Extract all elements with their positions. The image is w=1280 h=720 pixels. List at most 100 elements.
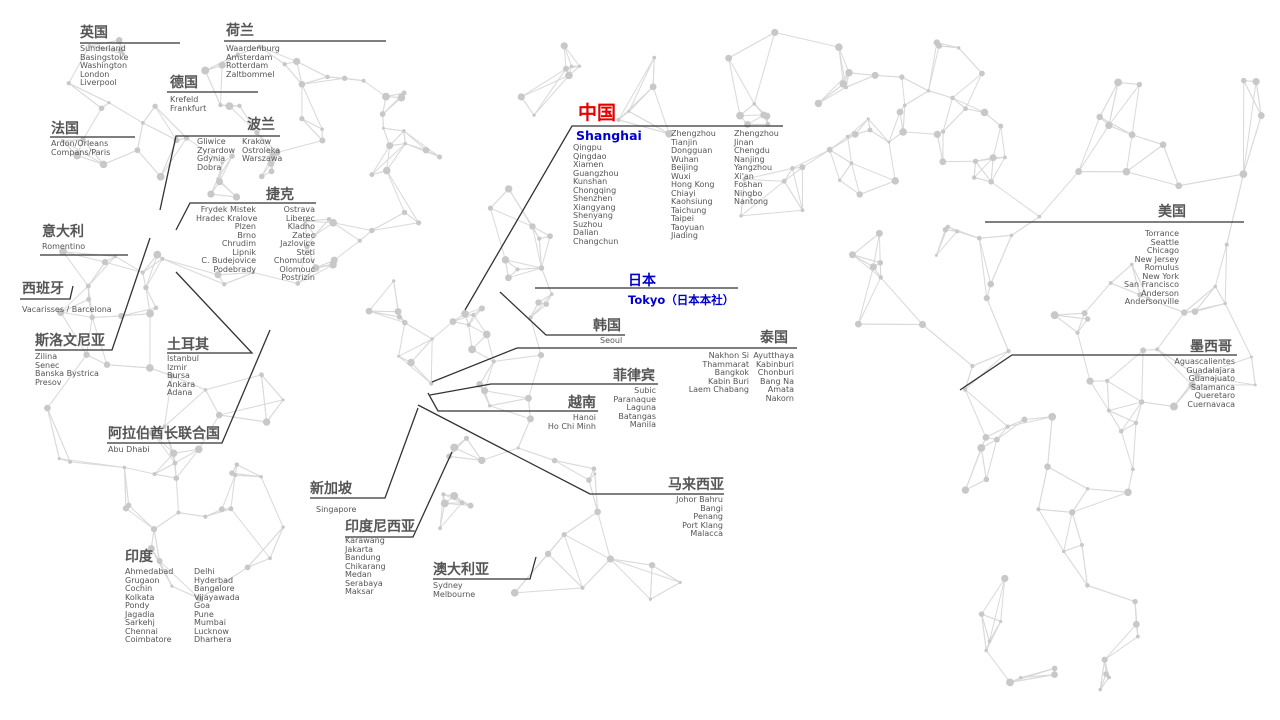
city-label: Dongguan xyxy=(671,146,713,155)
city-label: Ardon/Orleans xyxy=(51,139,109,148)
city-label: Chengdu xyxy=(734,146,770,155)
city-label: Wuhan xyxy=(671,154,699,164)
city-label: Ho Chi Minh xyxy=(547,421,596,431)
city-label: Anderson xyxy=(1141,288,1179,298)
city-label: Compans/Paris xyxy=(51,147,111,157)
city-label: Qingdao xyxy=(573,151,607,161)
city-label: Grugaon xyxy=(125,575,160,585)
city-label: Washington xyxy=(80,61,128,70)
ae-cities: Abu Dhabi xyxy=(108,445,150,455)
city-label: Plzen xyxy=(234,222,256,231)
city-label: Nakorn xyxy=(765,393,794,403)
city-label: Mumbai xyxy=(194,618,226,627)
city-label: Subic xyxy=(634,386,656,395)
city-label: Delhi xyxy=(194,567,215,576)
city-label: Chongqing xyxy=(573,185,617,195)
city-label: Karawang xyxy=(345,536,385,545)
city-label: Amsterdam xyxy=(226,52,273,62)
city-label: Yangzhou xyxy=(734,163,773,172)
city-label: Vacarisses / Barcelona xyxy=(22,305,112,314)
city-label: Zhengzhou xyxy=(671,129,716,138)
city-label: Gdynia xyxy=(197,154,226,163)
city-label: Johor Bahru xyxy=(676,495,723,504)
city-label: Shenzhen xyxy=(573,194,613,203)
ph-title: 菲律宾 xyxy=(613,368,655,384)
kr-cities: Seoul xyxy=(600,336,622,346)
cn-hq: Shanghai xyxy=(576,128,642,143)
city-label: Wuxi xyxy=(671,171,691,181)
city-label: Dobra xyxy=(197,162,222,172)
city-label: Hradec Kralove xyxy=(196,213,258,223)
city-label: Singapore xyxy=(316,505,357,514)
es-title: 西班牙 xyxy=(22,281,64,297)
city-label: Aguascalientes xyxy=(1174,357,1235,366)
city-label: Ostrava xyxy=(283,205,315,214)
city-label: Kladno xyxy=(287,222,315,231)
city-label: Nakhon Si xyxy=(708,351,749,360)
city-label: Zaltbommel xyxy=(226,69,275,79)
city-label: Frankfurt xyxy=(170,103,207,113)
city-label: Chennai xyxy=(125,626,158,636)
pl-title: 波兰 xyxy=(247,117,275,133)
city-label: Krakow xyxy=(242,137,272,146)
city-label: Medan xyxy=(345,570,372,579)
sg-cities: Singapore xyxy=(316,505,357,515)
city-label: Vijayawada xyxy=(194,592,240,602)
id-title: 印度尼西亚 xyxy=(345,519,415,535)
city-label: Romulus xyxy=(1144,263,1179,272)
city-label: Podebrady xyxy=(213,264,256,274)
city-label: Lucknow xyxy=(194,626,229,636)
city-label: Krefeld xyxy=(170,95,199,104)
city-label: Salamanca xyxy=(1190,382,1235,392)
city-label: Torrance xyxy=(1144,229,1179,238)
city-label: Banska Bystrica xyxy=(35,369,99,378)
city-label: Jagadia xyxy=(125,609,155,619)
city-label: Thammarat xyxy=(702,359,749,369)
city-label: Senec xyxy=(35,360,60,370)
city-label: Ayutthaya xyxy=(753,351,794,360)
city-label: Guangzhou xyxy=(573,168,619,178)
city-label: Waardenburg xyxy=(226,44,280,53)
city-label: Gliwice xyxy=(197,137,226,146)
city-label: Beijing xyxy=(671,163,699,172)
city-label: Nanjing xyxy=(734,154,765,164)
city-label: Foshan xyxy=(734,180,763,189)
us-title: 美国 xyxy=(1158,204,1186,220)
city-label: Paranaque xyxy=(613,394,656,404)
city-label: Rotterdam xyxy=(226,61,269,70)
city-label: Chonburi xyxy=(757,368,794,377)
city-label: Bangi xyxy=(700,503,723,513)
city-label: Zilina xyxy=(35,352,58,361)
city-label: Chomutov xyxy=(273,256,315,265)
mx-title: 墨西哥 xyxy=(1190,339,1232,355)
it-title: 意大利 xyxy=(42,224,84,240)
city-label: Kabinburi xyxy=(755,359,794,369)
city-label: Hanoi xyxy=(572,413,596,422)
city-label: Maksar xyxy=(345,587,374,596)
city-label: Basingstoke xyxy=(80,52,129,62)
city-label: Andersonville xyxy=(1124,297,1179,306)
city-label: Abu Dhabi xyxy=(108,445,150,454)
city-label: New Jersey xyxy=(1134,254,1179,264)
city-label: Zyrardow xyxy=(197,145,236,155)
city-label: Qingpu xyxy=(573,143,602,152)
city-label: Queretaro xyxy=(1194,391,1235,400)
jp-hq: Tokyo（日本本社） xyxy=(628,293,735,307)
tr-title: 土耳其 xyxy=(167,337,209,353)
uk-block: 英国 xyxy=(80,25,108,41)
uk-title: 英国 xyxy=(80,25,108,41)
city-label: Chikarang xyxy=(345,561,386,571)
city-label: San Francisco xyxy=(1124,280,1179,289)
city-label: Penang xyxy=(693,512,723,521)
city-label: Bangkok xyxy=(714,368,749,377)
